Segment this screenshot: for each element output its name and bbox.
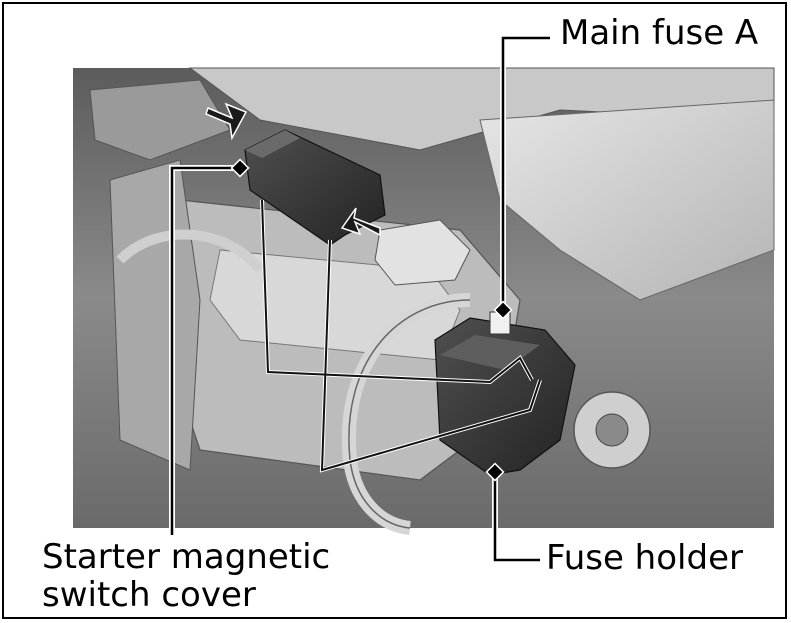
leader-main-fuse (501, 36, 550, 306)
leader-fuse-holder-marker (485, 462, 505, 482)
fuse-holder-label: Fuse holder (546, 538, 743, 578)
cover-top-face (245, 130, 300, 158)
leader-starter (170, 166, 238, 535)
guide-lines (261, 199, 541, 472)
left-bracket (89, 79, 231, 161)
connector (374, 219, 471, 286)
leader-main-fuse-marker (493, 300, 513, 320)
left-panel (109, 159, 201, 471)
main-fuse-label: Main fuse A (560, 13, 759, 53)
press-arrow-right (340, 207, 381, 237)
frame-rail (188, 67, 775, 151)
starter-label-line1: Starter magnetic (42, 537, 331, 577)
starter-label-line2: switch cover (42, 575, 256, 615)
left-cable (116, 229, 264, 274)
leader-starter-marker (230, 158, 250, 178)
press-arrow-left (205, 102, 248, 141)
cable-outline (348, 299, 471, 529)
starter-switch-cover-label: Starter magnetic switch cover (42, 538, 330, 614)
grommet-hole (595, 413, 629, 447)
leader-fuse-holder (493, 474, 540, 562)
